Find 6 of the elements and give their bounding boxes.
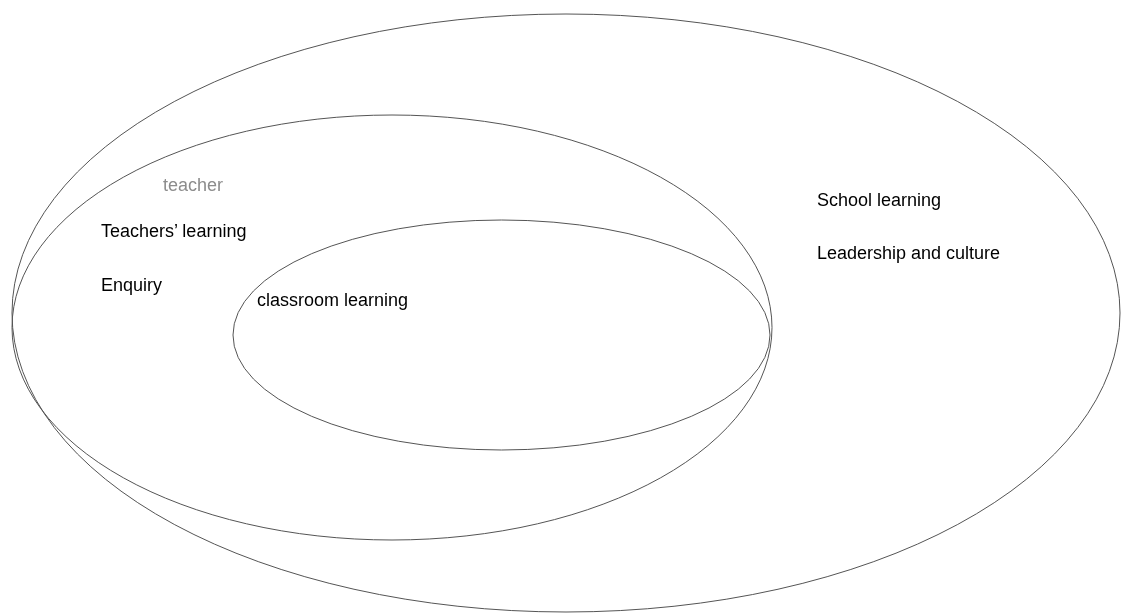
region-label: School learning: [817, 189, 942, 211]
region-label: Leadership and culture: [817, 242, 1001, 264]
region-label: teacher: [163, 174, 224, 196]
region-label: Enquiry: [101, 274, 163, 296]
region-label: Teachers’ learning: [101, 220, 247, 242]
region-label: classroom learning: [257, 289, 409, 311]
